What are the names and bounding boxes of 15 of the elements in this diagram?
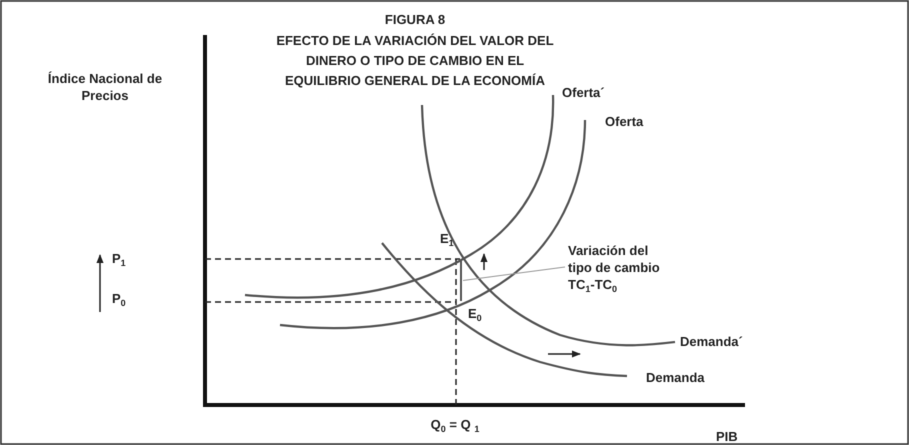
axis-or-curve-label: P$_{0}$ (112, 290, 127, 307)
axis-or-curve-label: Oferta´ (562, 84, 606, 101)
figure-number: FIGURA 8 (384, 11, 446, 28)
axis-or-curve-label: Demanda´ (680, 333, 744, 350)
axis-or-curve-label: Oferta (605, 113, 644, 130)
leader-line (462, 266, 566, 281)
axis-or-curve-label: Índice Nacional de Precios (46, 70, 164, 104)
axis-or-curve-label: PIB (716, 428, 739, 445)
axis-or-curve-label: Demanda (646, 369, 706, 386)
annotation-text: Variación del tipo de cambio TC$_{1}$-TC$_{0}$ (568, 242, 673, 293)
axis-or-curve-label: E$_{0}$ (468, 305, 483, 322)
axis-or-curve-label: P$_{1}$ (112, 250, 127, 267)
axis-or-curve-label: Q$_{0}$ = Q $_{1}$ (430, 416, 480, 433)
axis-or-curve-label: E$_{1}$ (440, 230, 455, 247)
chart-title: EFECTO DE LA VARIACIÓN DEL VALOR DEL DINERO O TIPO DE CAMBIO EN EL EQUILIBRIO GENERAL DE LA ECONOMÍA (275, 32, 555, 90)
